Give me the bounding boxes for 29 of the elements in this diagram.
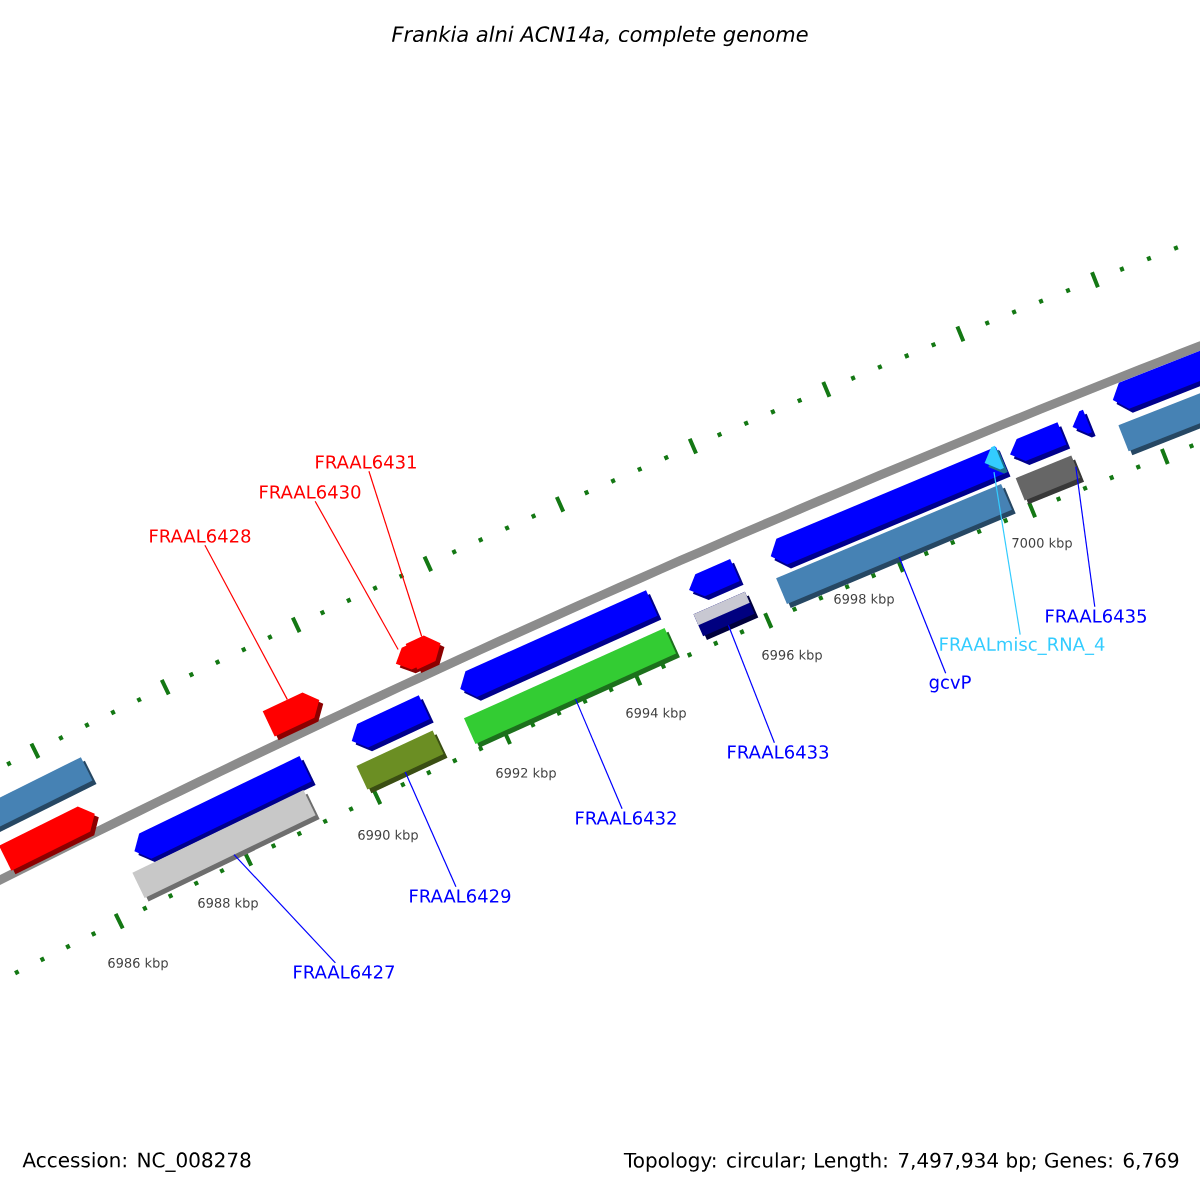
gene-feature <box>984 445 1008 474</box>
gene-label: gcvP <box>929 675 971 693</box>
leader-line <box>993 471 1021 636</box>
gene-label: FRAAL6435 <box>1046 609 1146 623</box>
leader-line <box>1075 466 1096 608</box>
gene-label: FRAALmisc_RNA_4 <box>940 637 1105 655</box>
gene-label: FRAAL6430 <box>260 485 361 499</box>
gene-bar <box>693 591 759 640</box>
gene-bar <box>1015 455 1085 505</box>
gene-label: FRAAL6429 <box>410 889 511 903</box>
leader-line <box>368 470 423 638</box>
title: Frankia alni ACN14a, complete genome <box>392 25 808 47</box>
leader-line <box>727 624 775 744</box>
gene-bar <box>776 483 1016 608</box>
gene-label: FRAAL6432 <box>576 811 676 825</box>
leader-line <box>404 771 457 888</box>
leader-line <box>204 544 288 701</box>
gene-bar <box>356 730 448 794</box>
gene-label: FRAAL6433 <box>728 745 829 759</box>
info-text: Topology: circular; Length: 7,497,934 bp; Genes: 6,769 <box>623 1152 1179 1172</box>
leader-line <box>233 854 336 964</box>
gene-label: FRAAL6431 <box>316 455 416 469</box>
leader-line <box>314 500 399 651</box>
info-text: Accession: NC_008278 <box>22 1152 251 1172</box>
gene-label: FRAAL6427 <box>294 965 394 979</box>
leader-line <box>574 698 623 810</box>
gene-feature <box>262 692 324 741</box>
gene-label: FRAAL6428 <box>150 529 251 543</box>
leader-line <box>898 556 947 674</box>
